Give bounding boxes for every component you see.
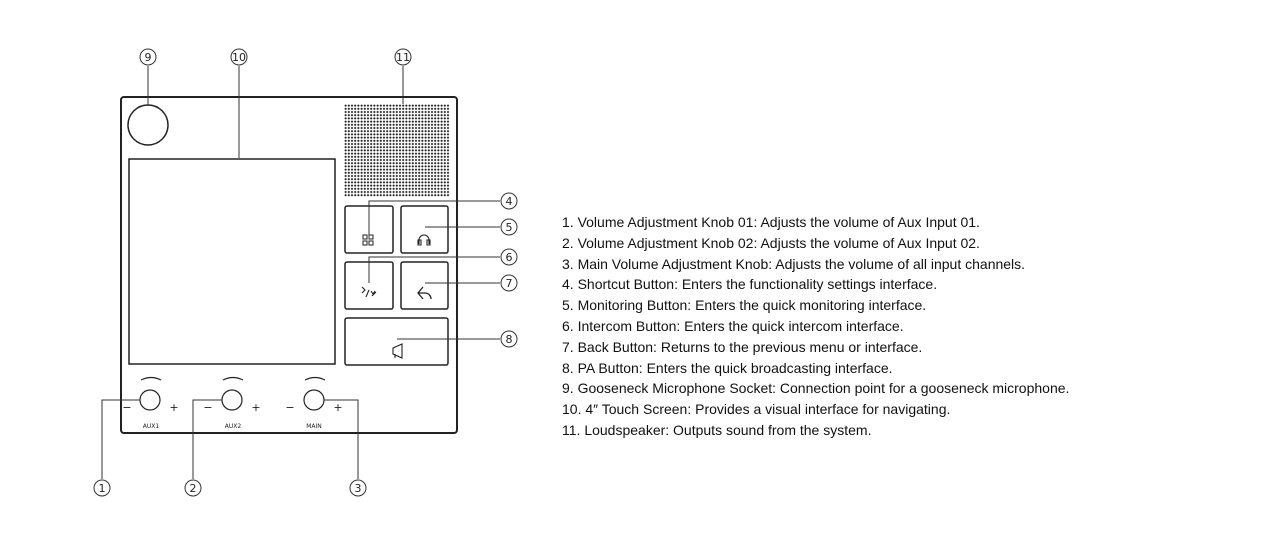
legend-item: 6. Intercom Button: Enters the quick int…: [562, 317, 904, 334]
callout-1: 1: [93, 479, 111, 497]
knob-main[interactable]: − + MAIN: [285, 376, 343, 431]
knob-aux2[interactable]: − + AUX2: [203, 376, 261, 431]
legend-item: 2. Volume Adjustment Knob 02: Adjusts th…: [562, 234, 980, 251]
knob-label: AUX1: [143, 423, 160, 430]
callout-10: 10: [230, 48, 248, 66]
monitoring-button[interactable]: [400, 205, 449, 254]
svg-text:6: 6: [506, 251, 513, 264]
knob-plus: +: [333, 401, 342, 414]
legend-item: 11. Loudspeaker: Outputs sound from the …: [562, 421, 872, 438]
legend-item: 4. Shortcut Button: Enters the functiona…: [562, 276, 938, 293]
headphones-icon: [417, 234, 431, 246]
back-button[interactable]: [400, 261, 449, 310]
knob-minus: −: [203, 401, 212, 414]
knob-plus: +: [169, 401, 178, 414]
legend-item: 7. Back Button: Returns to the previous …: [562, 338, 923, 355]
legend-item: 3. Main Volume Adjustment Knob: Adjusts …: [562, 255, 1026, 272]
callout-9: 9: [139, 48, 157, 66]
microphone-socket-icon: [127, 104, 169, 146]
knob-plus: +: [251, 401, 260, 414]
svg-text:5: 5: [506, 221, 513, 234]
speaker-grille-icon: [344, 104, 450, 197]
callout-2: 2: [184, 479, 202, 497]
legend-list: 1. Volume Adjustment Knob 01: Adjusts th…: [562, 212, 1069, 441]
svg-text:11: 11: [396, 51, 410, 64]
pa-button[interactable]: [344, 317, 449, 366]
knob-label: MAIN: [306, 423, 322, 430]
svg-text:4: 4: [506, 195, 513, 208]
callout-5: 5: [500, 218, 518, 236]
svg-text:3: 3: [355, 482, 362, 495]
callout-8: 8: [500, 330, 518, 348]
svg-text:8: 8: [506, 333, 513, 346]
legend-item: 8. PA Button: Enters the quick broadcast…: [562, 359, 893, 376]
intercom-icon: [361, 286, 377, 298]
knob-minus: −: [122, 401, 131, 414]
legend-item: 10. 4″ Touch Screen: Provides a visual i…: [562, 401, 951, 418]
svg-text:9: 9: [145, 51, 152, 64]
svg-text:2: 2: [190, 482, 197, 495]
callout-7: 7: [500, 274, 518, 292]
callout-11: 11: [394, 48, 412, 66]
back-arrow-icon: [417, 286, 432, 300]
legend-item: 1. Volume Adjustment Knob 01: Adjusts th…: [562, 214, 980, 230]
megaphone-icon: [392, 343, 403, 359]
knob-minus: −: [285, 401, 294, 414]
callout-3: 3: [349, 479, 367, 497]
touch-screen: [128, 158, 336, 365]
legend-item: 5. Monitoring Button: Enters the quick m…: [562, 297, 927, 314]
knob-label: AUX2: [225, 423, 242, 430]
callout-6: 6: [500, 248, 518, 266]
grid-icon: [362, 234, 374, 246]
svg-text:7: 7: [506, 277, 513, 290]
svg-text:10: 10: [232, 51, 246, 64]
callout-4: 4: [500, 192, 518, 210]
leader-lines: [101, 66, 500, 479]
svg-text:1: 1: [99, 482, 106, 495]
legend-item: 9. Gooseneck Microphone Socket: Connecti…: [562, 380, 1070, 397]
